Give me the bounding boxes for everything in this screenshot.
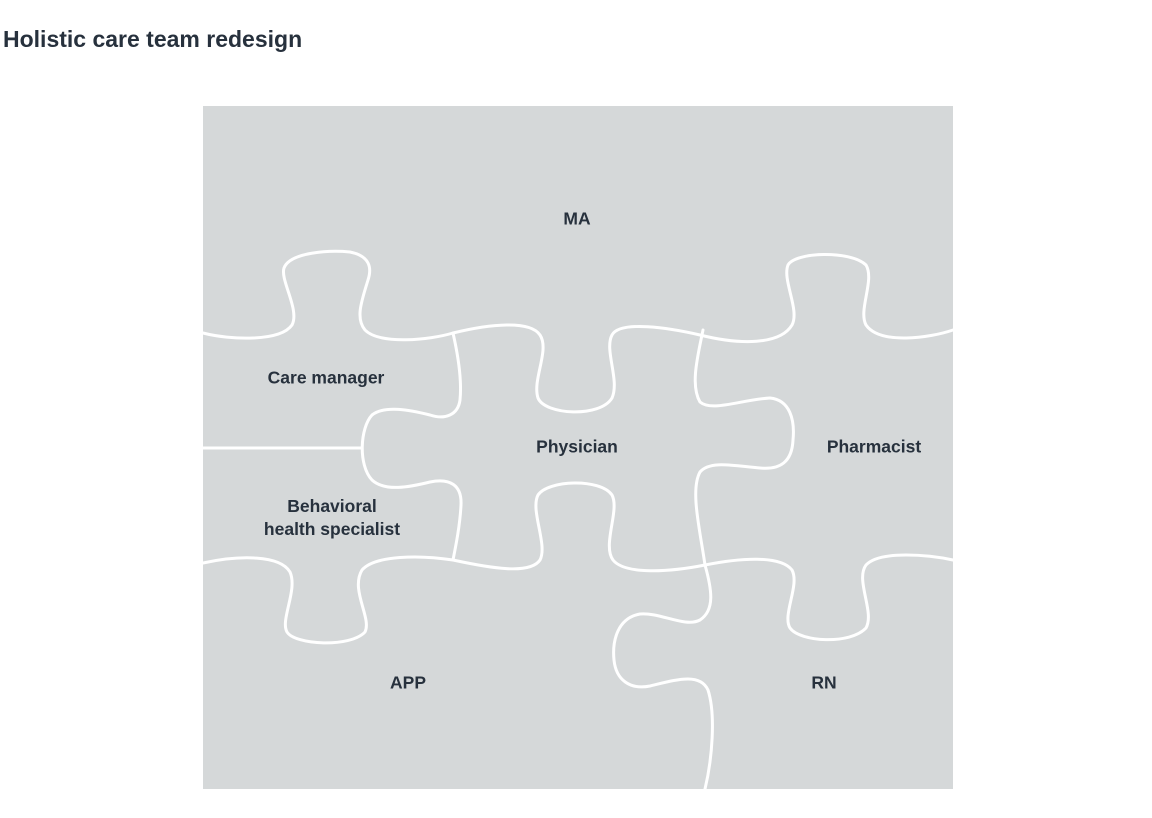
piece-label-rn: RN [811,672,837,693]
piece-label-app: APP [390,672,426,693]
behavioral-label-line2: health specialist [263,519,401,539]
piece-label-ma: MA [563,208,591,229]
bottom-seam [201,481,955,645]
right-vertical-seam [612,328,795,791]
top-seam [201,249,955,414]
page-title: Holistic care team redesign [3,26,303,52]
piece-label-behavioral-health-specialist: Behavioral health specialist [264,495,400,541]
behavioral-label-line1: Behavioral [287,496,377,516]
piece-label-care-manager: Care manager [267,367,385,388]
piece-label-physician: Physician [536,436,618,457]
physician-left-seam [360,331,463,562]
piece-label-pharmacist: Pharmacist [826,436,922,457]
